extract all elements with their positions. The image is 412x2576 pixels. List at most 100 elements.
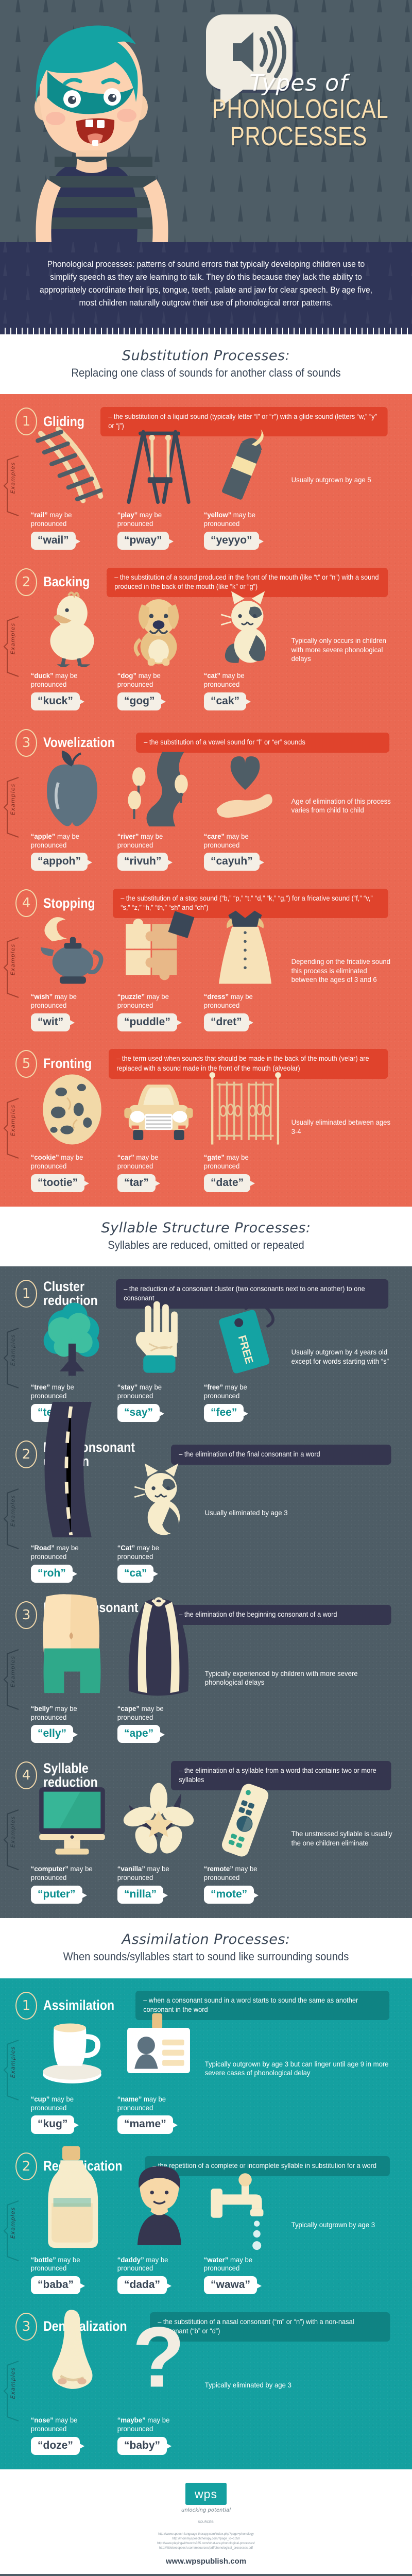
process-definition: – the reduction of a consonant cluster (… xyxy=(116,1279,389,1309)
examples-label: Examples xyxy=(9,462,16,494)
example-column: FREE“free” may be pronounced“fee” xyxy=(202,1303,288,1422)
example-column: “daddy” may be pronounced“dada” xyxy=(115,2166,202,2295)
example-phrase-tail: may be pronounced xyxy=(30,992,77,1010)
example-phrase-tail: may be pronounced xyxy=(117,832,163,849)
process-item: 2Reduplication– the repetition of a comp… xyxy=(0,2139,412,2300)
example-column: “bottle” may be pronounced“baba” xyxy=(29,2145,115,2295)
examples-row: Examples “apple” may be pronounced “appoh”… xyxy=(0,750,412,873)
wps-logo[interactable]: wps xyxy=(185,2482,227,2505)
example-phrase-tail: may be pronounced xyxy=(117,1153,159,1170)
examples-bracket: Examples xyxy=(3,776,21,838)
examples-row: Examples“tree” may be pronounced“tee”“st… xyxy=(0,1301,412,1424)
example-phrase: “cape” may be pronounced xyxy=(115,1704,194,1722)
pronunciation-bubble: “dret” xyxy=(204,1013,253,1032)
process-note: Typically outgrown by age 3 xyxy=(291,2220,375,2229)
example-phrase-tail: may be pronounced xyxy=(117,1704,164,1721)
process-number: 5 xyxy=(15,1050,37,1078)
example-phrase-tail: may be pronounced xyxy=(203,1383,247,1400)
pronunciation-bubble: “roh” xyxy=(31,1564,77,1583)
example-word: “water” xyxy=(203,2255,229,2264)
examples-row: Examples“Road” may be pronounced“roh”“Ca… xyxy=(0,1401,412,1585)
example-column: “puzzle” may be pronounced“puddle” xyxy=(115,911,202,1032)
pronunciation-bubble: “appoh” xyxy=(31,853,92,871)
apple-icon xyxy=(29,750,112,828)
river-icon xyxy=(115,752,199,828)
examples-bracket: Examples xyxy=(3,1488,21,1550)
bottle-icon xyxy=(29,2145,112,2251)
example-phrase: “gate” may be pronounced xyxy=(202,1153,280,1171)
example-phrase: “rail” may be pronounced xyxy=(29,511,107,528)
cape-icon xyxy=(115,1597,199,1700)
process-definition: – the elimination of the final consonant… xyxy=(171,1444,391,1465)
speaker-icon xyxy=(233,26,286,78)
car-icon xyxy=(115,1084,199,1149)
computer-icon xyxy=(29,1787,112,1860)
process-number: 3 xyxy=(15,2313,37,2341)
road-icon xyxy=(29,1401,112,1539)
example-phrase: “river” may be pronounced xyxy=(115,832,194,850)
example-column: “rail” may be pronounced“wail” xyxy=(29,427,115,550)
section-banner-subtitle: Syllables are reduced, omitted or repeat… xyxy=(108,1238,304,1251)
example-column: “Road” may be pronounced“roh” xyxy=(29,1401,115,1583)
example-phrase: “maybe” may be pronounced xyxy=(115,2416,194,2433)
pronunciation-bubble: “wit” xyxy=(31,1013,75,1032)
example-word: “river” xyxy=(117,832,139,840)
example-word: “dress” xyxy=(203,992,229,1001)
pronunciation-bubble: “cak” xyxy=(204,692,251,710)
examples-label: Examples xyxy=(9,783,16,815)
example-phrase-tail: may be pronounced xyxy=(30,1865,93,1882)
wps-logo-text: wps xyxy=(195,2487,217,2501)
example-phrase-tail: may be pronounced xyxy=(30,1704,77,1721)
wps-logo-tagline: unlocking potential xyxy=(181,2507,231,2513)
pronunciation-bubble: “ape” xyxy=(117,1725,165,1743)
example-phrase-tail: may be pronounced xyxy=(117,1383,162,1400)
example-word: “duck” xyxy=(30,671,54,680)
section-banner: Syllable Structure Processes:Syllables a… xyxy=(0,1206,412,1267)
example-phrase: “yellow” may be pronounced xyxy=(202,511,280,528)
process-number: 2 xyxy=(15,568,37,597)
example-word: “maybe” xyxy=(117,2416,146,2425)
example-column: “cat” may be pronounced “cak” xyxy=(202,591,288,710)
example-column: “water” may be pronounced“wawa” xyxy=(202,2173,288,2295)
process-number: 1 xyxy=(15,1280,37,1308)
example-word: “cookie” xyxy=(30,1153,59,1162)
process-note: Usually eliminated by age 3 xyxy=(204,1509,288,1517)
example-phrase-tail: may be pronounced xyxy=(30,1544,79,1561)
process-definition: – the elimination of the beginning conso… xyxy=(171,1605,391,1625)
examples-row: Examples“wish” may be pronounced“wit”“pu… xyxy=(0,911,412,1033)
process-name: Gliding xyxy=(43,413,84,429)
pronunciation-bubble: “puter” xyxy=(31,1886,87,1904)
pronunciation-bubble: “dada” xyxy=(117,2276,172,2295)
process-note: Usually outgrown by age 5 xyxy=(291,476,371,484)
example-word: “apple” xyxy=(30,832,56,840)
process-note: Depending on the fricative sound this pr… xyxy=(291,957,391,984)
pronunciation-bubble: “baby” xyxy=(117,2436,172,2455)
website-url[interactable]: www.wpspublish.com xyxy=(165,2556,247,2566)
examples-label: Examples xyxy=(9,1816,16,1848)
process-note: Typically eliminated by age 3 xyxy=(204,2381,291,2389)
dog-icon xyxy=(115,599,199,667)
hero-title-line2: PROCESSES xyxy=(230,122,368,152)
svg-text:?: ? xyxy=(132,2310,185,2405)
example-phrase-tail: may be pronounced xyxy=(117,511,162,528)
example-word: “Cat” xyxy=(117,1544,135,1552)
example-phrase-tail: may be pronounced xyxy=(117,2416,170,2433)
gate-icon xyxy=(202,1072,285,1149)
example-phrase: “name” may be pronounced xyxy=(115,2095,194,2112)
example-phrase: “cookie” may be pronounced xyxy=(29,1153,107,1171)
process-note: Usually eliminated between ages 3-4 xyxy=(291,1118,391,1136)
example-word: “computer” xyxy=(30,1865,68,1873)
process-number: 2 xyxy=(15,1440,37,1469)
pronunciation-bubble: “yeyyo” xyxy=(204,532,264,550)
man-icon xyxy=(115,2166,199,2251)
examples-row: Examples“rail” may be pronounced“wail”“p… xyxy=(0,427,412,552)
source-line: http://mommyspeechtherapy.com/?page_id=1… xyxy=(172,2537,240,2540)
example-phrase: “cat” may be pronounced xyxy=(202,671,280,689)
pronunciation-bubble: “kug” xyxy=(31,2115,79,2134)
pronunciation-bubble: “fee” xyxy=(204,1404,249,1422)
process-header: 2Reduplication– the repetition of a comp… xyxy=(0,2150,412,2182)
